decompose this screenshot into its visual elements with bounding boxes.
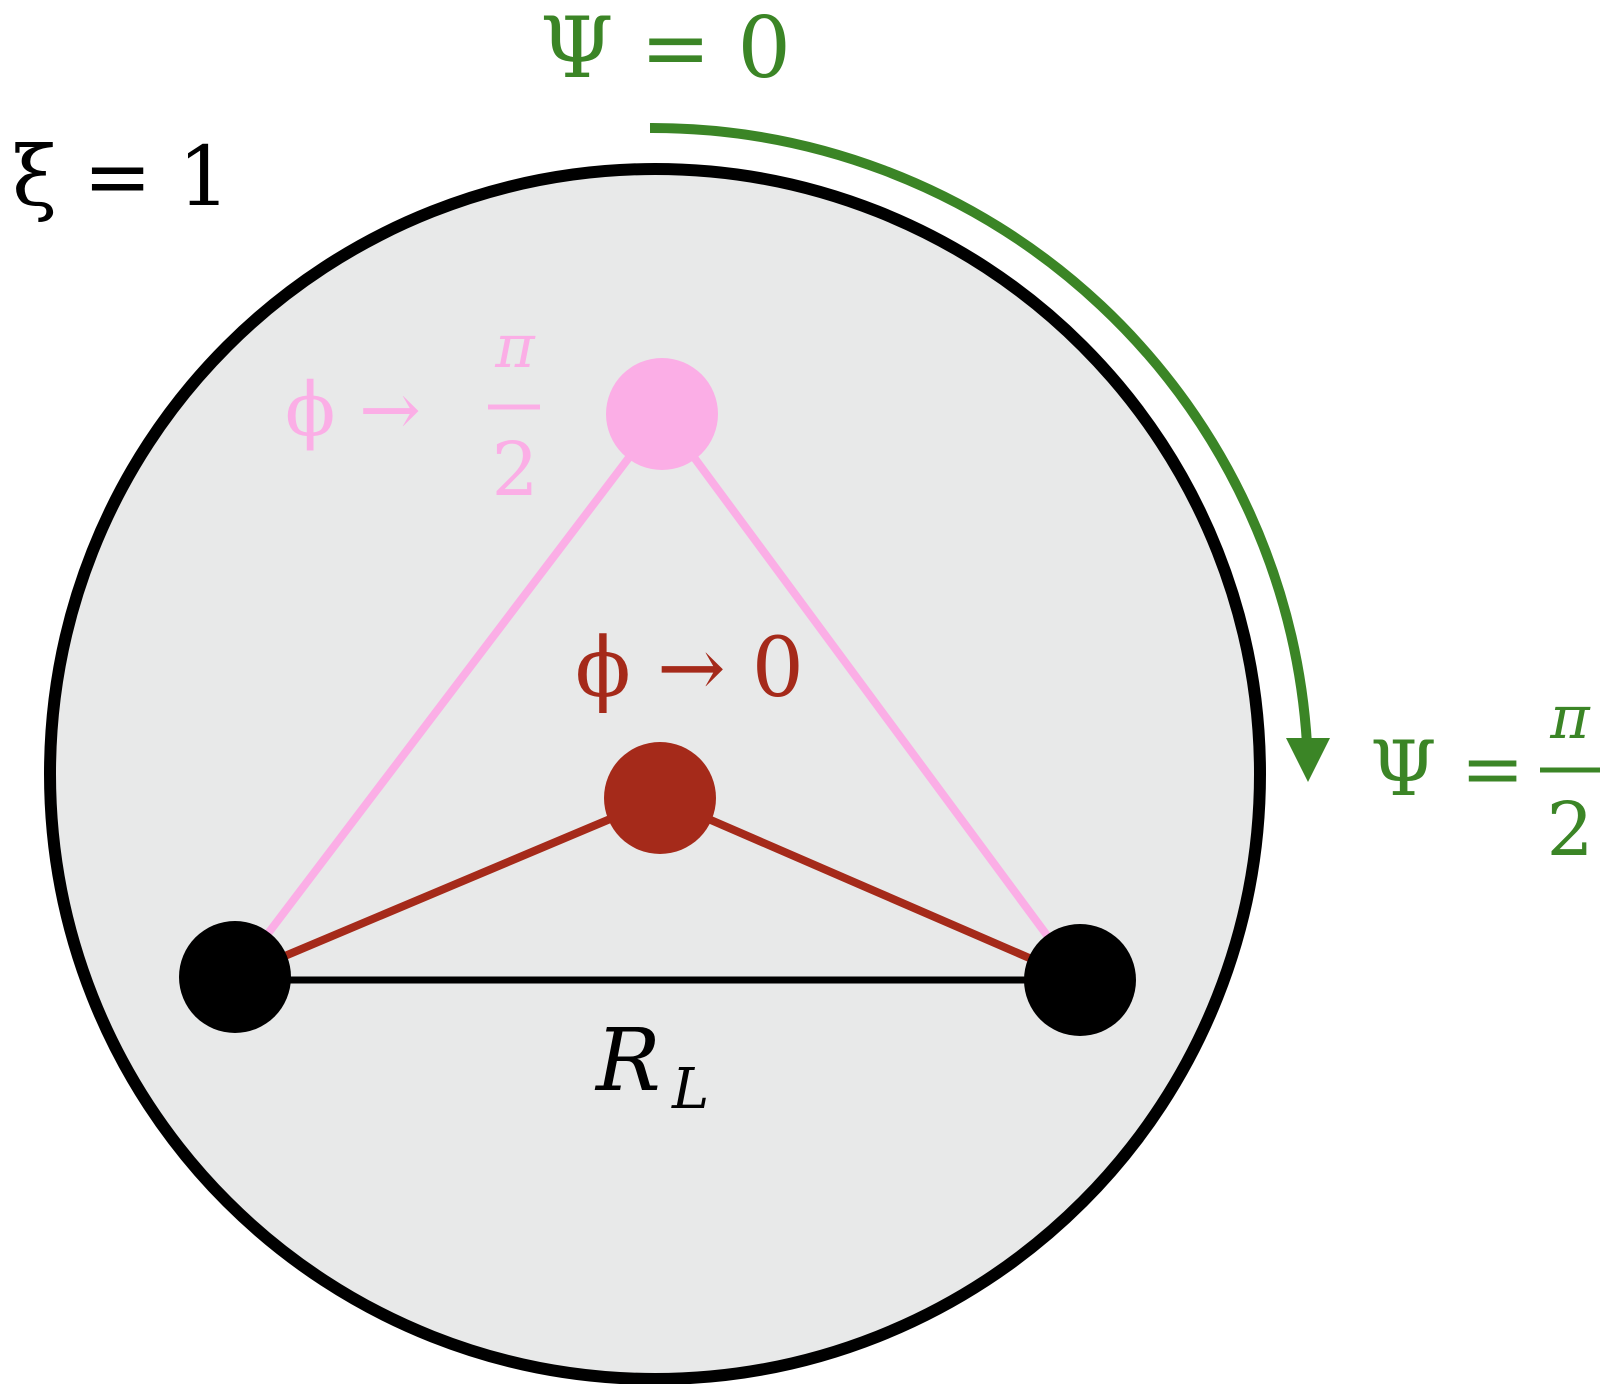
pink-line-left xyxy=(231,411,666,980)
psi-right-num: π xyxy=(1549,683,1591,753)
xi-label: ξ = 1 xyxy=(12,130,230,225)
psi-right-lhs: Ψ = xyxy=(1370,724,1525,813)
left-black-point xyxy=(179,921,291,1033)
phi-pink-num: π xyxy=(494,312,536,382)
phi-pink-den: 2 xyxy=(491,427,538,513)
psi-right-den: 2 xyxy=(1546,787,1593,873)
red-point xyxy=(604,742,716,854)
psi-arrow-head xyxy=(1286,738,1330,782)
red-line-right xyxy=(658,794,1082,984)
psi-top-label: Ψ = 0 xyxy=(540,0,791,97)
pink-line-right xyxy=(658,411,1084,983)
phi-pink-lhs: ϕ → xyxy=(285,367,421,453)
psi-arc xyxy=(649,122,1312,745)
rl-subscript: L xyxy=(671,1057,709,1122)
rl-main: R xyxy=(594,1011,661,1111)
phi-red-label: ϕ → 0 xyxy=(575,621,804,716)
pink-point xyxy=(606,358,718,470)
red-line-left xyxy=(233,794,662,981)
right-black-point xyxy=(1024,924,1136,1036)
